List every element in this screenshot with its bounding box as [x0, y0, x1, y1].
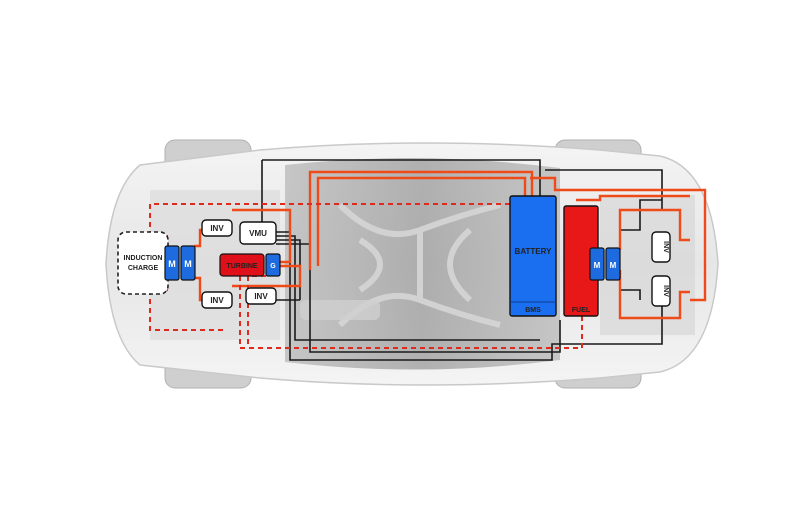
front-motor-1-label: M	[168, 259, 176, 269]
inverter-front-bottom-label: INV	[210, 296, 224, 305]
vmu-unit: VMU	[239, 221, 277, 245]
inverter-rear-top: INV	[651, 231, 671, 263]
battery-pack: BATTERY BMS	[509, 195, 557, 317]
generator-label: G	[270, 263, 276, 270]
bms-label: BMS	[525, 307, 541, 314]
battery-label: BATTERY	[515, 247, 553, 256]
steering-column	[300, 300, 380, 320]
rear-motor-1-label: M	[594, 261, 601, 270]
inverter-rear-top-label: INV	[662, 241, 669, 253]
inverter-turbine: INV	[245, 287, 277, 305]
fuel-tank: FUEL	[563, 205, 599, 317]
inverter-turbine-label: INV	[254, 292, 268, 301]
power-lines	[194, 170, 707, 320]
inverter-front-top-label: INV	[210, 224, 224, 233]
inverter-front-bottom: INV	[201, 291, 233, 309]
inverter-front-top: INV	[201, 219, 233, 237]
fuel-label: FUEL	[572, 307, 591, 314]
rear-motor-2-label: M	[610, 261, 617, 270]
turbine-unit: TURBINE	[219, 253, 265, 277]
rear-motor-1: M	[589, 247, 605, 281]
generator-unit: G	[265, 253, 281, 277]
inverter-rear-bottom-label: INV	[662, 285, 669, 297]
induction-charge-label-2: CHARGE	[128, 265, 159, 272]
turbine-label: TURBINE	[226, 263, 257, 270]
inverter-rear-bottom: INV	[651, 275, 671, 307]
induction-charge-unit: INDUCTION CHARGE	[117, 231, 169, 295]
rear-motor-2: M	[605, 247, 621, 281]
front-motor-2-label: M	[184, 259, 192, 269]
front-motor-2: M	[180, 245, 196, 281]
induction-charge-label-1: INDUCTION	[124, 255, 163, 262]
front-motor-1: M	[164, 245, 180, 281]
vmu-label: VMU	[249, 229, 267, 238]
